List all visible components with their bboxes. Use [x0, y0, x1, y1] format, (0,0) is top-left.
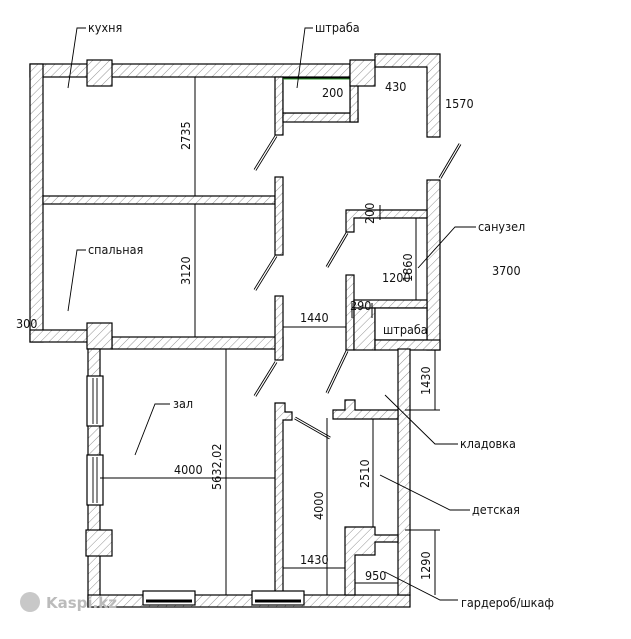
dim-1200: 1200: [382, 270, 411, 285]
window: [251, 590, 305, 606]
label-chase-top: штраба: [315, 20, 360, 35]
dim-950: 950: [365, 568, 386, 583]
column: [86, 322, 113, 350]
label-hall: зал: [173, 396, 193, 411]
dim-1430-corridor: 1430: [300, 552, 329, 567]
window: [86, 454, 104, 506]
window: [142, 590, 196, 606]
dim-200: 200: [322, 85, 343, 100]
label-wardrobe: гардероб/шкаф: [461, 595, 554, 610]
dim-2735: 2735: [178, 121, 193, 150]
watermark: Kaspi.kz: [20, 592, 117, 612]
dimension-lines: [100, 77, 440, 595]
dim-1860: 1860: [400, 253, 415, 282]
label-bathroom: санузел: [478, 219, 525, 234]
dim-200-bath: 200: [362, 203, 377, 224]
column: [86, 59, 113, 87]
dim-3700: 3700: [492, 263, 521, 278]
dim-4000-corridor: 4000: [311, 491, 326, 520]
kaspi-logo-icon: [20, 592, 40, 612]
dim-1290: 1290: [418, 551, 433, 580]
dim-430: 430: [385, 79, 406, 94]
dim-1440: 1440: [300, 310, 329, 325]
labels: кухня штраба спальная санузел штраба кла…: [16, 20, 554, 610]
label-bedroom: спальная: [88, 242, 143, 257]
dim-1430-storage: 1430: [418, 366, 433, 395]
window: [86, 375, 104, 427]
leader-lines: [67, 27, 476, 601]
dim-1570: 1570: [445, 96, 474, 111]
dim-5632: 5632,02: [209, 444, 224, 491]
doors: [253, 135, 462, 440]
label-kids: детская: [472, 502, 520, 517]
watermark-text: Kaspi.kz: [46, 594, 117, 612]
dim-2510: 2510: [357, 459, 372, 488]
dim-290: 290: [350, 298, 371, 313]
label-chase-bath: штраба: [383, 322, 428, 337]
walls: [29, 53, 441, 608]
label-storage: кладовка: [460, 436, 516, 451]
dim-300: 300: [16, 316, 37, 331]
column: [85, 529, 113, 557]
label-kitchen: кухня: [88, 20, 122, 35]
dim-4000-hall: 4000: [174, 462, 203, 477]
dim-3120: 3120: [178, 256, 193, 285]
